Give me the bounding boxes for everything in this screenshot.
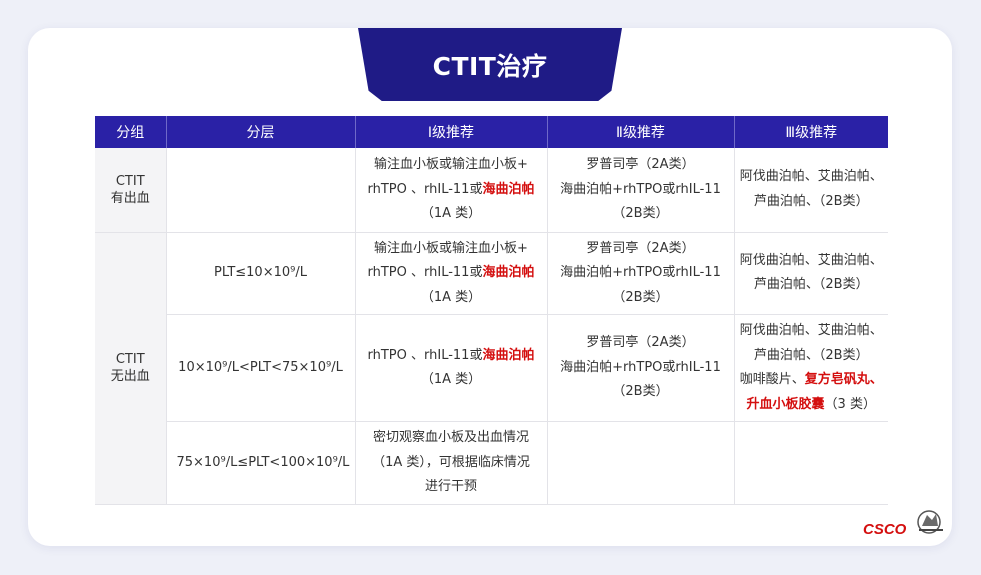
level3-cell: 阿伐曲泊帕、艾曲泊帕、 芦曲泊帕、（2B类） xyxy=(734,232,888,315)
csco-emblem-icon xyxy=(917,510,943,534)
level2-cell: 罗普司亭（2A类） 海曲泊帕+rhTPO或rhIL-11 （2B类） xyxy=(547,232,735,315)
level1-cell: 输注血小板或输注血小板+ rhTPO 、rhIL-11或海曲泊帕 （1A 类） xyxy=(355,232,548,315)
level3-cell: 阿伐曲泊帕、艾曲泊帕、 芦曲泊帕、（2B类） xyxy=(734,148,888,233)
level1-cell: 输注血小板或输注血小板+ rhTPO 、rhIL-11或海曲泊帕 （1A 类） xyxy=(355,148,548,233)
layer-cell xyxy=(166,148,356,233)
group-cell-bleeding: CTIT 有出血 xyxy=(95,148,167,233)
csco-logo-text: CSCO xyxy=(863,521,907,538)
title-banner: CTIT治疗 xyxy=(358,28,622,101)
layer-cell: PLT≤10×10⁹/L xyxy=(166,232,356,315)
level2-cell: 罗普司亭（2A类） 海曲泊帕+rhTPO或rhIL-11 （2B类） xyxy=(547,148,735,233)
layer-cell: 10×10⁹/L<PLT<75×10⁹/L xyxy=(166,314,356,422)
header-level-2: Ⅱ级推荐 xyxy=(547,116,735,148)
table-row: CTIT 无出血 PLT≤10×10⁹/L 输注血小板或输注血小板+ rhTPO… xyxy=(95,232,888,505)
csco-logo: CSCO xyxy=(861,506,945,540)
level1-cell: rhTPO 、rhIL-11或海曲泊帕 （1A 类） xyxy=(355,314,548,422)
table-header-row: 分组 分层 Ⅰ级推荐 Ⅱ级推荐 Ⅲ级推荐 xyxy=(95,116,888,148)
treatment-table: 分组 分层 Ⅰ级推荐 Ⅱ级推荐 Ⅲ级推荐 CTIT 有出血 输注血小板或输注血小… xyxy=(95,116,888,505)
header-level-3: Ⅲ级推荐 xyxy=(734,116,888,148)
table-row: CTIT 有出血 输注血小板或输注血小板+ rhTPO 、rhIL-11或海曲泊… xyxy=(95,148,888,233)
group-cell-no-bleeding: CTIT 无出血 xyxy=(95,232,167,505)
header-group: 分组 xyxy=(95,116,167,148)
level2-cell: 罗普司亭（2A类） 海曲泊帕+rhTPO或rhIL-11 （2B类） xyxy=(547,314,735,422)
table-row: 10×10⁹/L<PLT<75×10⁹/L rhTPO 、rhIL-11或海曲泊… xyxy=(95,314,888,422)
csco-logo-graphic: CSCO xyxy=(863,510,943,538)
level3-cell: 阿伐曲泊帕、艾曲泊帕、 芦曲泊帕、（2B类） 咖啡酸片、复方皂矾丸、 升血小板胶… xyxy=(734,314,888,422)
header-level-1: Ⅰ级推荐 xyxy=(355,116,548,148)
level3-cell xyxy=(734,421,888,505)
layer-cell: 75×10⁹/L≤PLT<100×10⁹/L xyxy=(166,421,356,505)
level2-cell xyxy=(547,421,735,505)
header-layer: 分层 xyxy=(166,116,356,148)
level1-cell: 密切观察血小板及出血情况 （1A 类），可根据临床情况 进行干预 xyxy=(355,421,548,505)
table-row: 75×10⁹/L≤PLT<100×10⁹/L 密切观察血小板及出血情况 （1A … xyxy=(95,421,888,505)
page-title: CTIT治疗 xyxy=(432,51,548,81)
